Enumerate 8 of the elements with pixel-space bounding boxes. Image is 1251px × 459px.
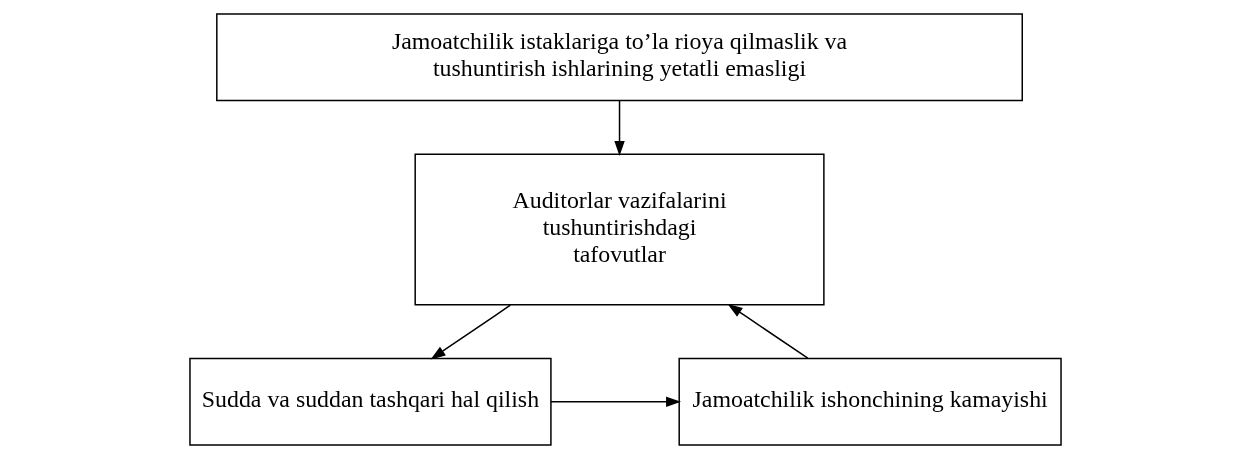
node-box: Auditorlar vazifalarini tushuntirishdagi tafovutlar [414,153,825,306]
arrow [727,303,809,359]
arrow [614,99,625,156]
arrow [430,304,512,360]
node-box: Jamoatchilik istaklariga to’la rioya qilmaslik va tushuntirish ishlarining yetatli emasligi [216,13,1023,102]
arrow [550,396,681,407]
node-box: Jamoatchilik ishonchining kamayishi [678,357,1062,446]
node-box: Sudda va suddan tashqari hal qilish [189,357,552,446]
